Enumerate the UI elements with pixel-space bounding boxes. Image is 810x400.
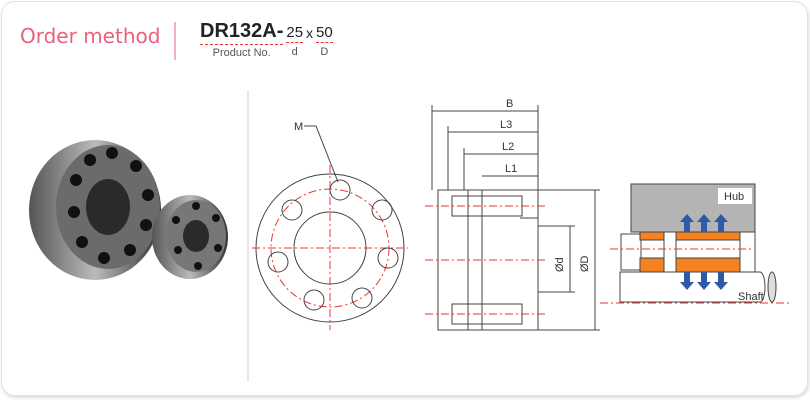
size-separator: x <box>306 25 314 41</box>
divider <box>174 22 176 60</box>
L1-label: L1 <box>505 163 517 175</box>
separator-column: x <box>306 18 313 42</box>
B-label: B <box>506 98 513 110</box>
product-no-label: Product No. <box>212 47 271 59</box>
d-label: d <box>291 46 298 58</box>
L3-label: L3 <box>500 119 512 131</box>
L2-label: L2 <box>502 141 514 153</box>
product-column: DR132A- Product No. <box>200 18 284 60</box>
d-column: 25 d <box>286 18 304 59</box>
product-code: DR132A- <box>200 18 284 45</box>
product-photo <box>29 140 228 280</box>
side-view <box>425 105 600 331</box>
D-column: 50 D <box>316 18 333 59</box>
D-value: 50 <box>316 24 333 43</box>
shaft-label: Shaft <box>738 291 764 303</box>
d-dim-label: Ød <box>554 257 566 272</box>
section-title: Order method <box>20 24 161 48</box>
section-view <box>600 183 790 304</box>
D-dim-label: ØD <box>579 255 591 272</box>
order-code: DR132A- Product No. 25 d x 50 D <box>200 18 333 60</box>
d-value: 25 <box>286 24 304 43</box>
m-label: M <box>294 121 303 133</box>
front-view <box>252 125 408 330</box>
hub-label: Hub <box>724 191 744 203</box>
D-label: D <box>320 46 329 58</box>
